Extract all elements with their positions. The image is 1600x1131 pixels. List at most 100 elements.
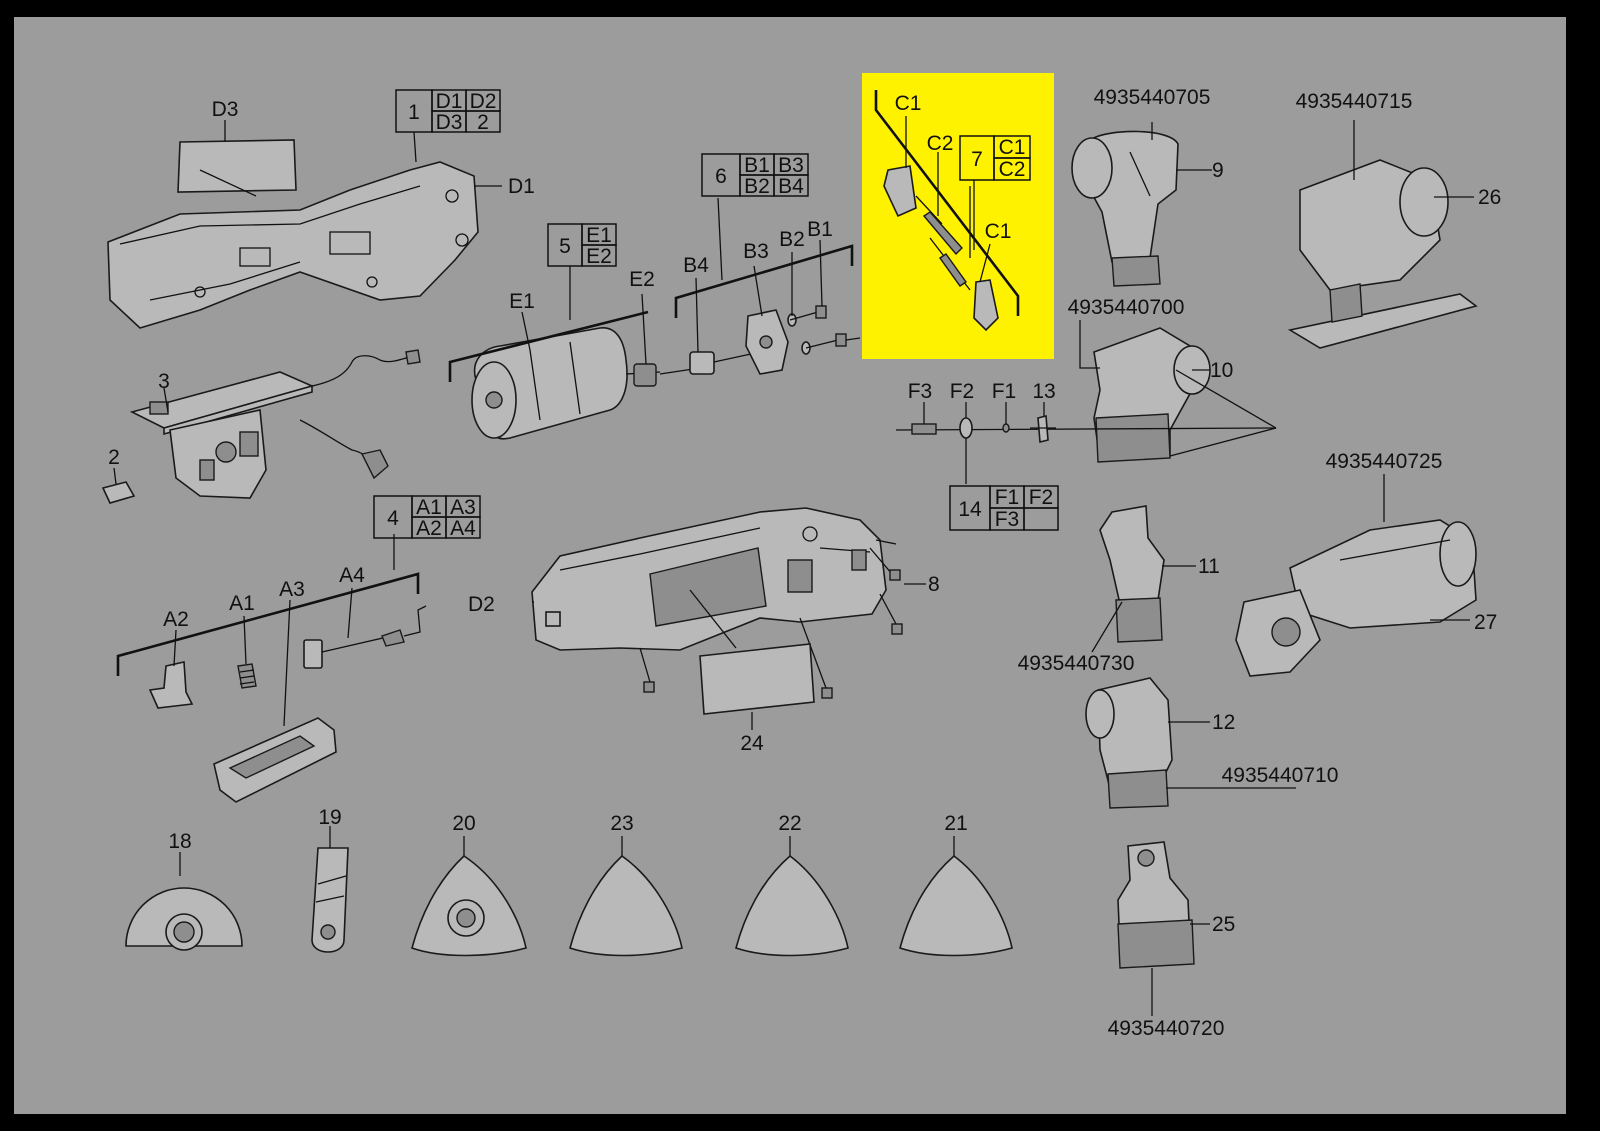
callout-b4: B4 [683, 254, 709, 277]
callout-e2: E2 [629, 268, 655, 291]
kit-6-cell: B4 [778, 175, 804, 198]
callout-20: 20 [452, 812, 475, 835]
callout-a2: A2 [163, 608, 189, 631]
sanding-pad-20 [411, 854, 527, 957]
callout-b3: B3 [743, 240, 769, 263]
sanding-sheet-23 [569, 854, 683, 957]
kit-box-14: 14 F1 F2 F3 [949, 485, 1059, 531]
callout-4935440710: 4935440710 [1222, 764, 1339, 787]
brackets [116, 90, 1020, 676]
jigsaw-head-26 [1287, 159, 1478, 349]
label-pad-24 [699, 643, 815, 715]
callout-2: 2 [108, 446, 120, 469]
kit-4-cell: A3 [450, 496, 476, 519]
callout-18: 18 [168, 830, 191, 853]
callout-4935440700: 4935440700 [1068, 296, 1185, 319]
kit-6-cell: B3 [778, 154, 804, 177]
switch-rod-a4 [303, 605, 427, 669]
callout-labels: D3 D1 E1 E2 B4 B3 B2 B1 C1 C2 C1 3 2 493… [108, 86, 1501, 1040]
kit-7-number: 7 [971, 148, 983, 171]
ratchet-head-25 [1117, 841, 1195, 969]
kit-box-1: 1 D1 D2 D3 2 [395, 89, 501, 134]
axle-parts-f [895, 414, 1277, 444]
callout-12: 12 [1212, 711, 1235, 734]
kit-14-cell: F1 [995, 486, 1020, 509]
kit-5-cell: E1 [586, 224, 612, 247]
callout-19: 19 [318, 806, 341, 829]
kit-1-cell: D3 [436, 111, 463, 134]
housing-half-d2 [531, 507, 887, 651]
kit-1-number: 1 [408, 101, 420, 124]
plunge-blade-19 [311, 847, 349, 953]
kit-1-cell: D1 [436, 90, 463, 113]
kit-14-number: 14 [958, 498, 982, 521]
kit-5-number: 5 [559, 235, 571, 258]
brush-holder-b4 [689, 351, 761, 375]
kit-4-number: 4 [387, 507, 399, 530]
offset-head-11 [1099, 505, 1165, 643]
callout-22: 22 [778, 812, 801, 835]
kit-5-cell: E2 [586, 245, 612, 268]
callout-d3: D3 [212, 98, 239, 121]
callout-a3: A3 [279, 578, 305, 601]
callout-c1-mid: C1 [985, 220, 1012, 243]
kit-1-cell: 2 [477, 111, 489, 134]
segment-blade-18 [125, 887, 243, 951]
label-pad-d3 [177, 139, 297, 197]
callout-a4: A4 [339, 564, 365, 587]
callout-c1-top: C1 [895, 92, 922, 115]
kit-4-cell: A1 [416, 496, 442, 519]
impact-head-12 [1085, 677, 1173, 809]
callout-4935440705: 4935440705 [1094, 86, 1211, 109]
callout-3: 3 [158, 370, 170, 393]
callout-4935440730: 4935440730 [1018, 652, 1135, 675]
sanding-sheet-21 [899, 854, 1013, 957]
clip-2 [101, 481, 136, 504]
callout-4935440725: 4935440725 [1326, 450, 1443, 473]
callout-11: 11 [1198, 555, 1220, 578]
callout-f3: F3 [908, 380, 933, 403]
kit-7-cell: C2 [999, 158, 1026, 181]
callout-b2: B2 [779, 228, 805, 251]
kit-6-number: 6 [715, 165, 727, 188]
callout-e1: E1 [509, 290, 535, 313]
saw-head-27 [1235, 519, 1477, 677]
bearing-plate-b3 [745, 309, 789, 375]
callout-21: 21 [944, 812, 967, 835]
callout-24: 24 [740, 732, 764, 755]
callout-b1: B1 [807, 218, 833, 241]
callout-25: 25 [1212, 913, 1235, 936]
right-angle-head-10 [1093, 327, 1277, 463]
callout-f1: F1 [992, 380, 1017, 403]
callout-13: 13 [1032, 380, 1055, 403]
kit-box-4: 4 A1 A3 A2 A4 [373, 495, 481, 540]
callout-f2: F2 [950, 380, 975, 403]
screw-8 [639, 539, 903, 699]
callout-c2: C2 [927, 132, 954, 155]
pcb-3 [129, 349, 421, 499]
callout-27: 27 [1474, 611, 1497, 634]
brush-spring-c2 [922, 211, 967, 287]
motor-e1 [471, 327, 661, 440]
leader-lines [113, 116, 1474, 1016]
kit-4-cell: A4 [450, 517, 476, 540]
callout-d1: D1 [508, 175, 535, 198]
callout-a1: A1 [229, 592, 255, 615]
callout-10: 10 [1210, 359, 1233, 382]
callout-26: 26 [1478, 186, 1501, 209]
kit-box-5: 5 E1 E2 [547, 223, 617, 268]
switch-lever-a2 [148, 661, 194, 709]
spring-a1 [237, 663, 257, 689]
callout-8: 8 [928, 573, 940, 596]
callout-9: 9 [1212, 159, 1224, 182]
callout-4935440720: 4935440720 [1108, 1017, 1225, 1040]
kit-box-7: 7 C1 C2 [959, 135, 1031, 181]
kit-box-6: 6 B1 B3 B2 B4 [701, 153, 809, 198]
screw-b1 [789, 305, 861, 349]
kit-7-cell: C1 [999, 136, 1026, 159]
callout-23: 23 [610, 812, 633, 835]
callout-4935440715: 4935440715 [1296, 90, 1413, 113]
kit-6-cell: B2 [744, 175, 770, 198]
kit-14-cell: F2 [1029, 486, 1054, 509]
